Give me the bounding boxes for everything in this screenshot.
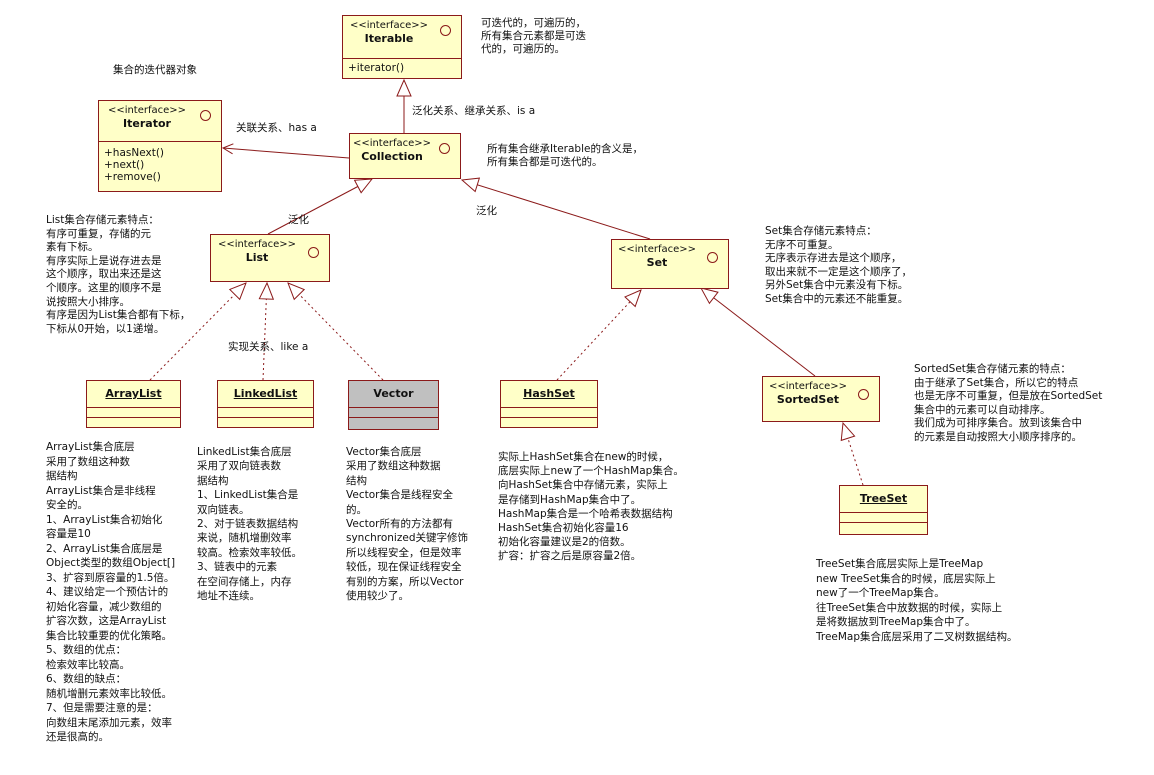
linkedlist-note: LinkedList集合底层 采用了双向链表数 据结构 1、LinkedList… bbox=[197, 446, 302, 603]
set-stereotype: <<interface>> bbox=[617, 244, 697, 255]
iterator-interface[interactable]: <<interface>> Iterator +hasNext() +next(… bbox=[98, 100, 222, 192]
arraylist-note: ArrayList集合底层 采用了数组这种数 据结构 ArrayList集合是非… bbox=[46, 441, 176, 743]
hashset-note: 实际上HashSet集合在new的时候， 底层实际上new了一个HashMap集… bbox=[498, 451, 684, 563]
list-stereotype: <<interface>> bbox=[217, 239, 297, 250]
edge-list-collection bbox=[267, 179, 372, 235]
arraylist-class[interactable]: ArrayList bbox=[86, 380, 181, 428]
interface-circle-icon bbox=[439, 143, 450, 154]
collection-note: 所有集合继承Iterable的含义是， 所有集合都是可迭代的。 bbox=[487, 143, 643, 168]
generalization-right-label: 泛化 bbox=[476, 205, 497, 217]
sortedset-name: SortedSet bbox=[776, 393, 840, 406]
edge-treeset-sortedset bbox=[843, 423, 864, 486]
list-interface[interactable]: <<interface>> List bbox=[210, 234, 330, 282]
treeset-note: TreeSet集合底层实际上是TreeMap new TreeSet集合的时候，… bbox=[816, 558, 1018, 643]
treeset-class[interactable]: TreeSet bbox=[839, 485, 928, 535]
edge-collection-iterator bbox=[223, 148, 350, 159]
edge-hashset-set bbox=[556, 290, 641, 381]
edge-vector-list bbox=[288, 283, 384, 381]
edge-set-collection bbox=[462, 180, 651, 240]
iterator-title-label: 集合的迭代器对象 bbox=[113, 64, 197, 76]
list-note: List集合存储元素特点： 有序可重复，存储的元 素有下标。 有序实际上是说存进… bbox=[46, 214, 191, 335]
interface-circle-icon bbox=[858, 389, 869, 400]
linkedlist-class[interactable]: LinkedList bbox=[217, 380, 314, 428]
arraylist-name: ArrayList bbox=[105, 387, 162, 400]
iterable-operations: +iterator() bbox=[348, 62, 404, 74]
generalization-left-label: 泛化 bbox=[288, 214, 309, 226]
sortedset-interface[interactable]: <<interface>> SortedSet bbox=[762, 376, 880, 422]
vector-name: Vector bbox=[373, 387, 414, 400]
operation: +remove() bbox=[104, 171, 161, 183]
iterator-operations: +hasNext() +next() +remove() bbox=[104, 147, 164, 183]
linkedlist-name: LinkedList bbox=[233, 387, 298, 400]
collection-interface[interactable]: <<interface>> Collection bbox=[349, 133, 461, 179]
iterator-stereotype: <<interface>> bbox=[107, 105, 187, 116]
hashset-name: HashSet bbox=[523, 387, 575, 400]
sortedset-stereotype: <<interface>> bbox=[768, 381, 848, 392]
has-a-label: 关联关系、has a bbox=[236, 122, 317, 134]
set-interface[interactable]: <<interface>> Set bbox=[611, 239, 729, 289]
interface-circle-icon bbox=[200, 110, 211, 121]
operation: +hasNext() bbox=[104, 147, 165, 159]
iterable-note: 可迭代的，可遍历的， 所有集合元素都是可迭 代的，可遍历的。 bbox=[481, 17, 586, 55]
interface-circle-icon bbox=[308, 247, 319, 258]
iterator-name: Iterator bbox=[123, 117, 171, 130]
like-a-label: 实现关系、like a bbox=[228, 341, 309, 353]
vector-note: Vector集合底层 采用了数组这种数据 结构 Vector集合是线程安全 的。… bbox=[346, 446, 468, 603]
iterable-interface[interactable]: <<interface>> Iterable +iterator() bbox=[342, 15, 462, 79]
list-name: List bbox=[245, 251, 269, 264]
iterable-name: Iterable bbox=[364, 32, 414, 45]
interface-circle-icon bbox=[707, 252, 718, 263]
hashset-class[interactable]: HashSet bbox=[500, 380, 598, 428]
interface-circle-icon bbox=[440, 25, 451, 36]
set-name: Set bbox=[646, 256, 668, 269]
collection-stereotype: <<interface>> bbox=[352, 138, 432, 149]
sortedset-note: SortedSet集合存储元素的特点： 由于继承了Set集合，所以它的特点 也是… bbox=[914, 363, 1103, 443]
set-note: Set集合存储元素特点： 无序不可重复。 无序表示存进去是这个顺序， 取出来就不… bbox=[765, 225, 912, 305]
collection-name: Collection bbox=[361, 150, 423, 163]
operation: +iterator() bbox=[348, 62, 405, 74]
vector-class[interactable]: Vector bbox=[348, 380, 439, 430]
treeset-name: TreeSet bbox=[859, 492, 908, 505]
edge-linkedlist-list bbox=[263, 283, 267, 381]
iterable-stereotype: <<interface>> bbox=[349, 20, 429, 31]
operation: +next() bbox=[104, 159, 145, 171]
is-a-label: 泛化关系、继承关系、is a bbox=[412, 105, 536, 117]
edge-sortedset-set bbox=[701, 288, 816, 377]
